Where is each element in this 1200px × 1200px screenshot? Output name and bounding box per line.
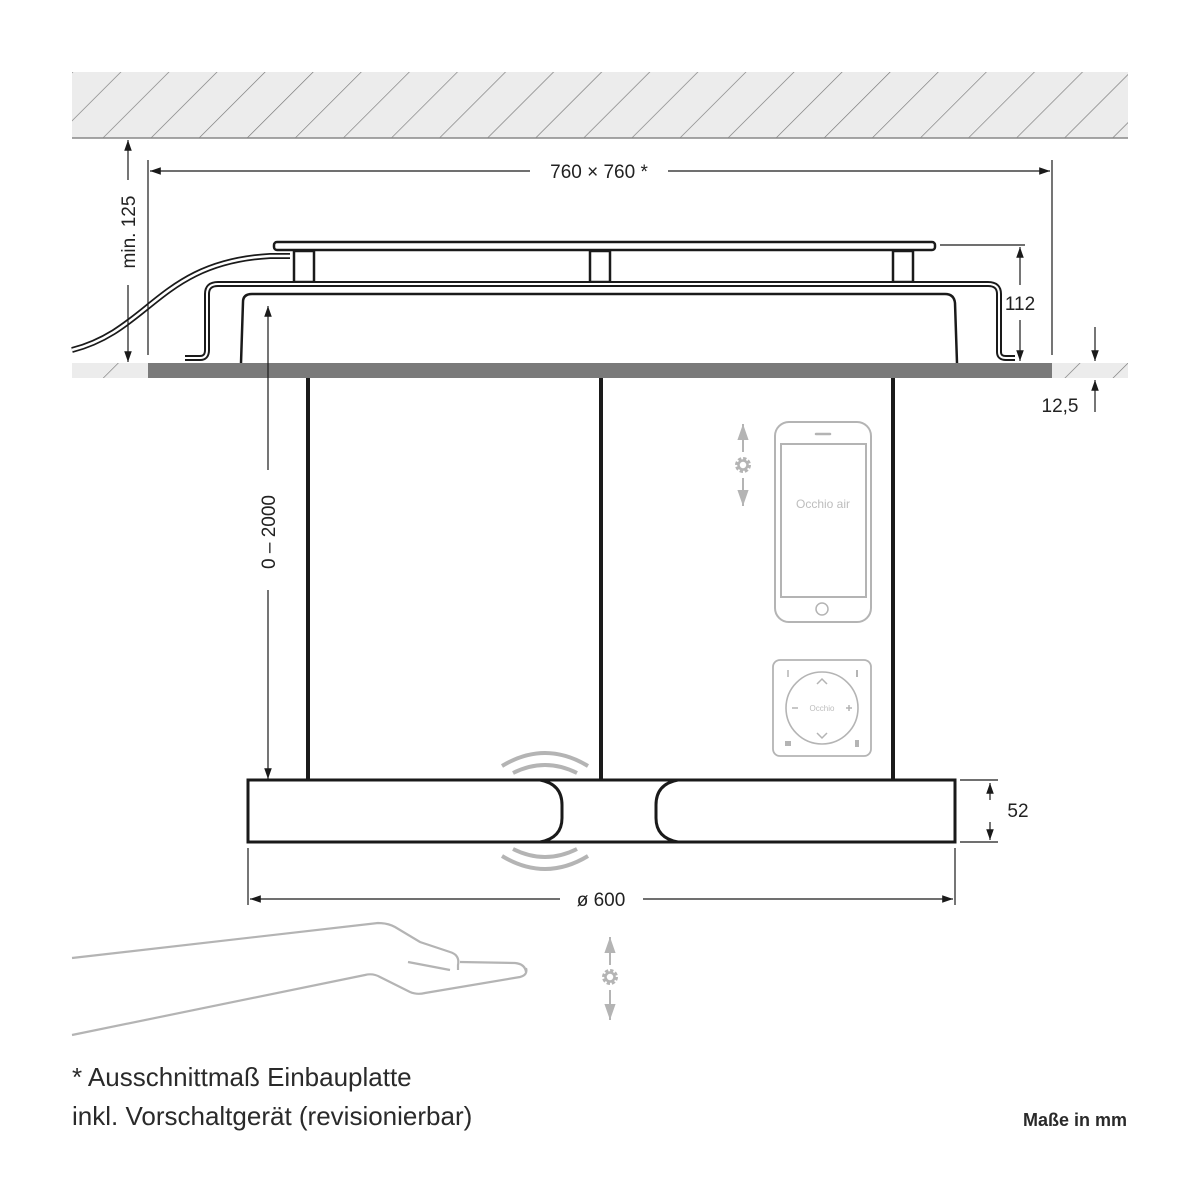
dimension-board-thickness: 12,5 bbox=[1042, 327, 1099, 417]
units-note: Maße in mm bbox=[1022, 1110, 1127, 1130]
ceiling-board bbox=[72, 363, 1128, 378]
suspension-wires bbox=[306, 378, 895, 780]
lamp-body bbox=[246, 778, 957, 844]
smartphone-icon: Occhio air bbox=[774, 421, 872, 623]
dimension-min-clearance: min. 125 bbox=[119, 140, 140, 362]
mounting-plate bbox=[272, 240, 937, 284]
suspension-length-label: 0 – 2000 bbox=[259, 495, 280, 569]
adjust-gear-icon bbox=[735, 424, 751, 506]
housing-height-label: 112 bbox=[1005, 294, 1035, 315]
dimension-lamp-diameter: ø 600 bbox=[247, 848, 956, 911]
lamp-diameter-label: ø 600 bbox=[577, 890, 626, 911]
ceiling-slab bbox=[72, 72, 1128, 139]
remote-control-icon: Occhio bbox=[772, 659, 872, 757]
power-cable bbox=[71, 253, 290, 353]
min-clearance-label: min. 125 bbox=[119, 196, 140, 269]
dimension-suspension-length: 0 – 2000 bbox=[259, 306, 280, 779]
housing-bracket bbox=[185, 281, 1015, 364]
lamp-height-label: 52 bbox=[1007, 801, 1028, 822]
dimension-cutout: 760 × 760 * bbox=[147, 160, 1053, 355]
cutout-dimension-label: 760 × 760 * bbox=[550, 162, 648, 183]
sensor-waves-icon bbox=[500, 751, 590, 871]
gesture-gear-icon bbox=[602, 937, 618, 1020]
footnote-line-2: inkl. Vorschaltgerät (revisionierbar) bbox=[72, 1101, 473, 1131]
app-name-label: Occhio air bbox=[796, 497, 850, 511]
board-thickness-label: 12,5 bbox=[1042, 396, 1079, 417]
footnote-line-1: * Ausschnittmaß Einbauplatte bbox=[72, 1062, 412, 1092]
dimension-lamp-height: 52 bbox=[960, 779, 1029, 843]
dimension-housing-height: 112 bbox=[940, 244, 1035, 361]
hand-gesture-icon bbox=[71, 921, 528, 1037]
remote-brand-label: Occhio bbox=[810, 704, 835, 713]
